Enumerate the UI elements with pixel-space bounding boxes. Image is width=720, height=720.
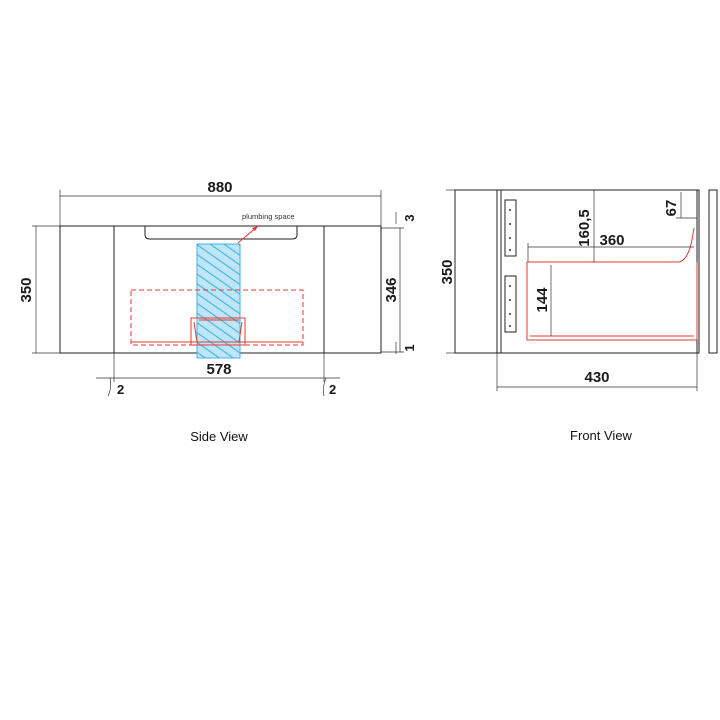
- side-right-gap-label: 2: [329, 382, 336, 397]
- side-top-gap-label: 3: [402, 214, 417, 221]
- side-right-panel: [323, 225, 382, 354]
- front-shelf-height-label: 160,5: [576, 209, 593, 247]
- side-width-label: 880: [207, 179, 232, 196]
- top-runner: [504, 199, 517, 257]
- side-bottom-gap-label: 1: [402, 344, 417, 351]
- front-cabinet: [454, 189, 700, 354]
- front-drawer-height-label: 144: [534, 287, 551, 313]
- front-view: 360 160,5 67 144 350 430 Front View: [439, 189, 718, 443]
- front-height-label: 350: [439, 259, 456, 284]
- front-top-offset-label: 67: [663, 200, 680, 217]
- side-left-gap-label: 2: [117, 382, 124, 397]
- front-inner-depth-label: 360: [599, 232, 624, 249]
- side-inner-height-label: 346: [383, 277, 400, 302]
- front-width-label: 430: [584, 369, 609, 386]
- side-left-panel: [59, 225, 115, 354]
- siphon: [190, 317, 246, 346]
- front-view-caption: Front View: [570, 428, 633, 443]
- side-inner-width-label: 578: [206, 361, 231, 378]
- drawer-box: [526, 227, 697, 341]
- side-height-label: 350: [18, 277, 35, 302]
- sink-top-outline: [144, 226, 298, 240]
- side-view: plumbing space 880 350 346 3 1 578 2: [18, 179, 417, 444]
- side-view-caption: Side View: [190, 429, 248, 444]
- plumbing-zone: [196, 243, 241, 359]
- bottom-runner: [504, 275, 517, 333]
- plumbing-space-label: plumbing space: [242, 212, 295, 221]
